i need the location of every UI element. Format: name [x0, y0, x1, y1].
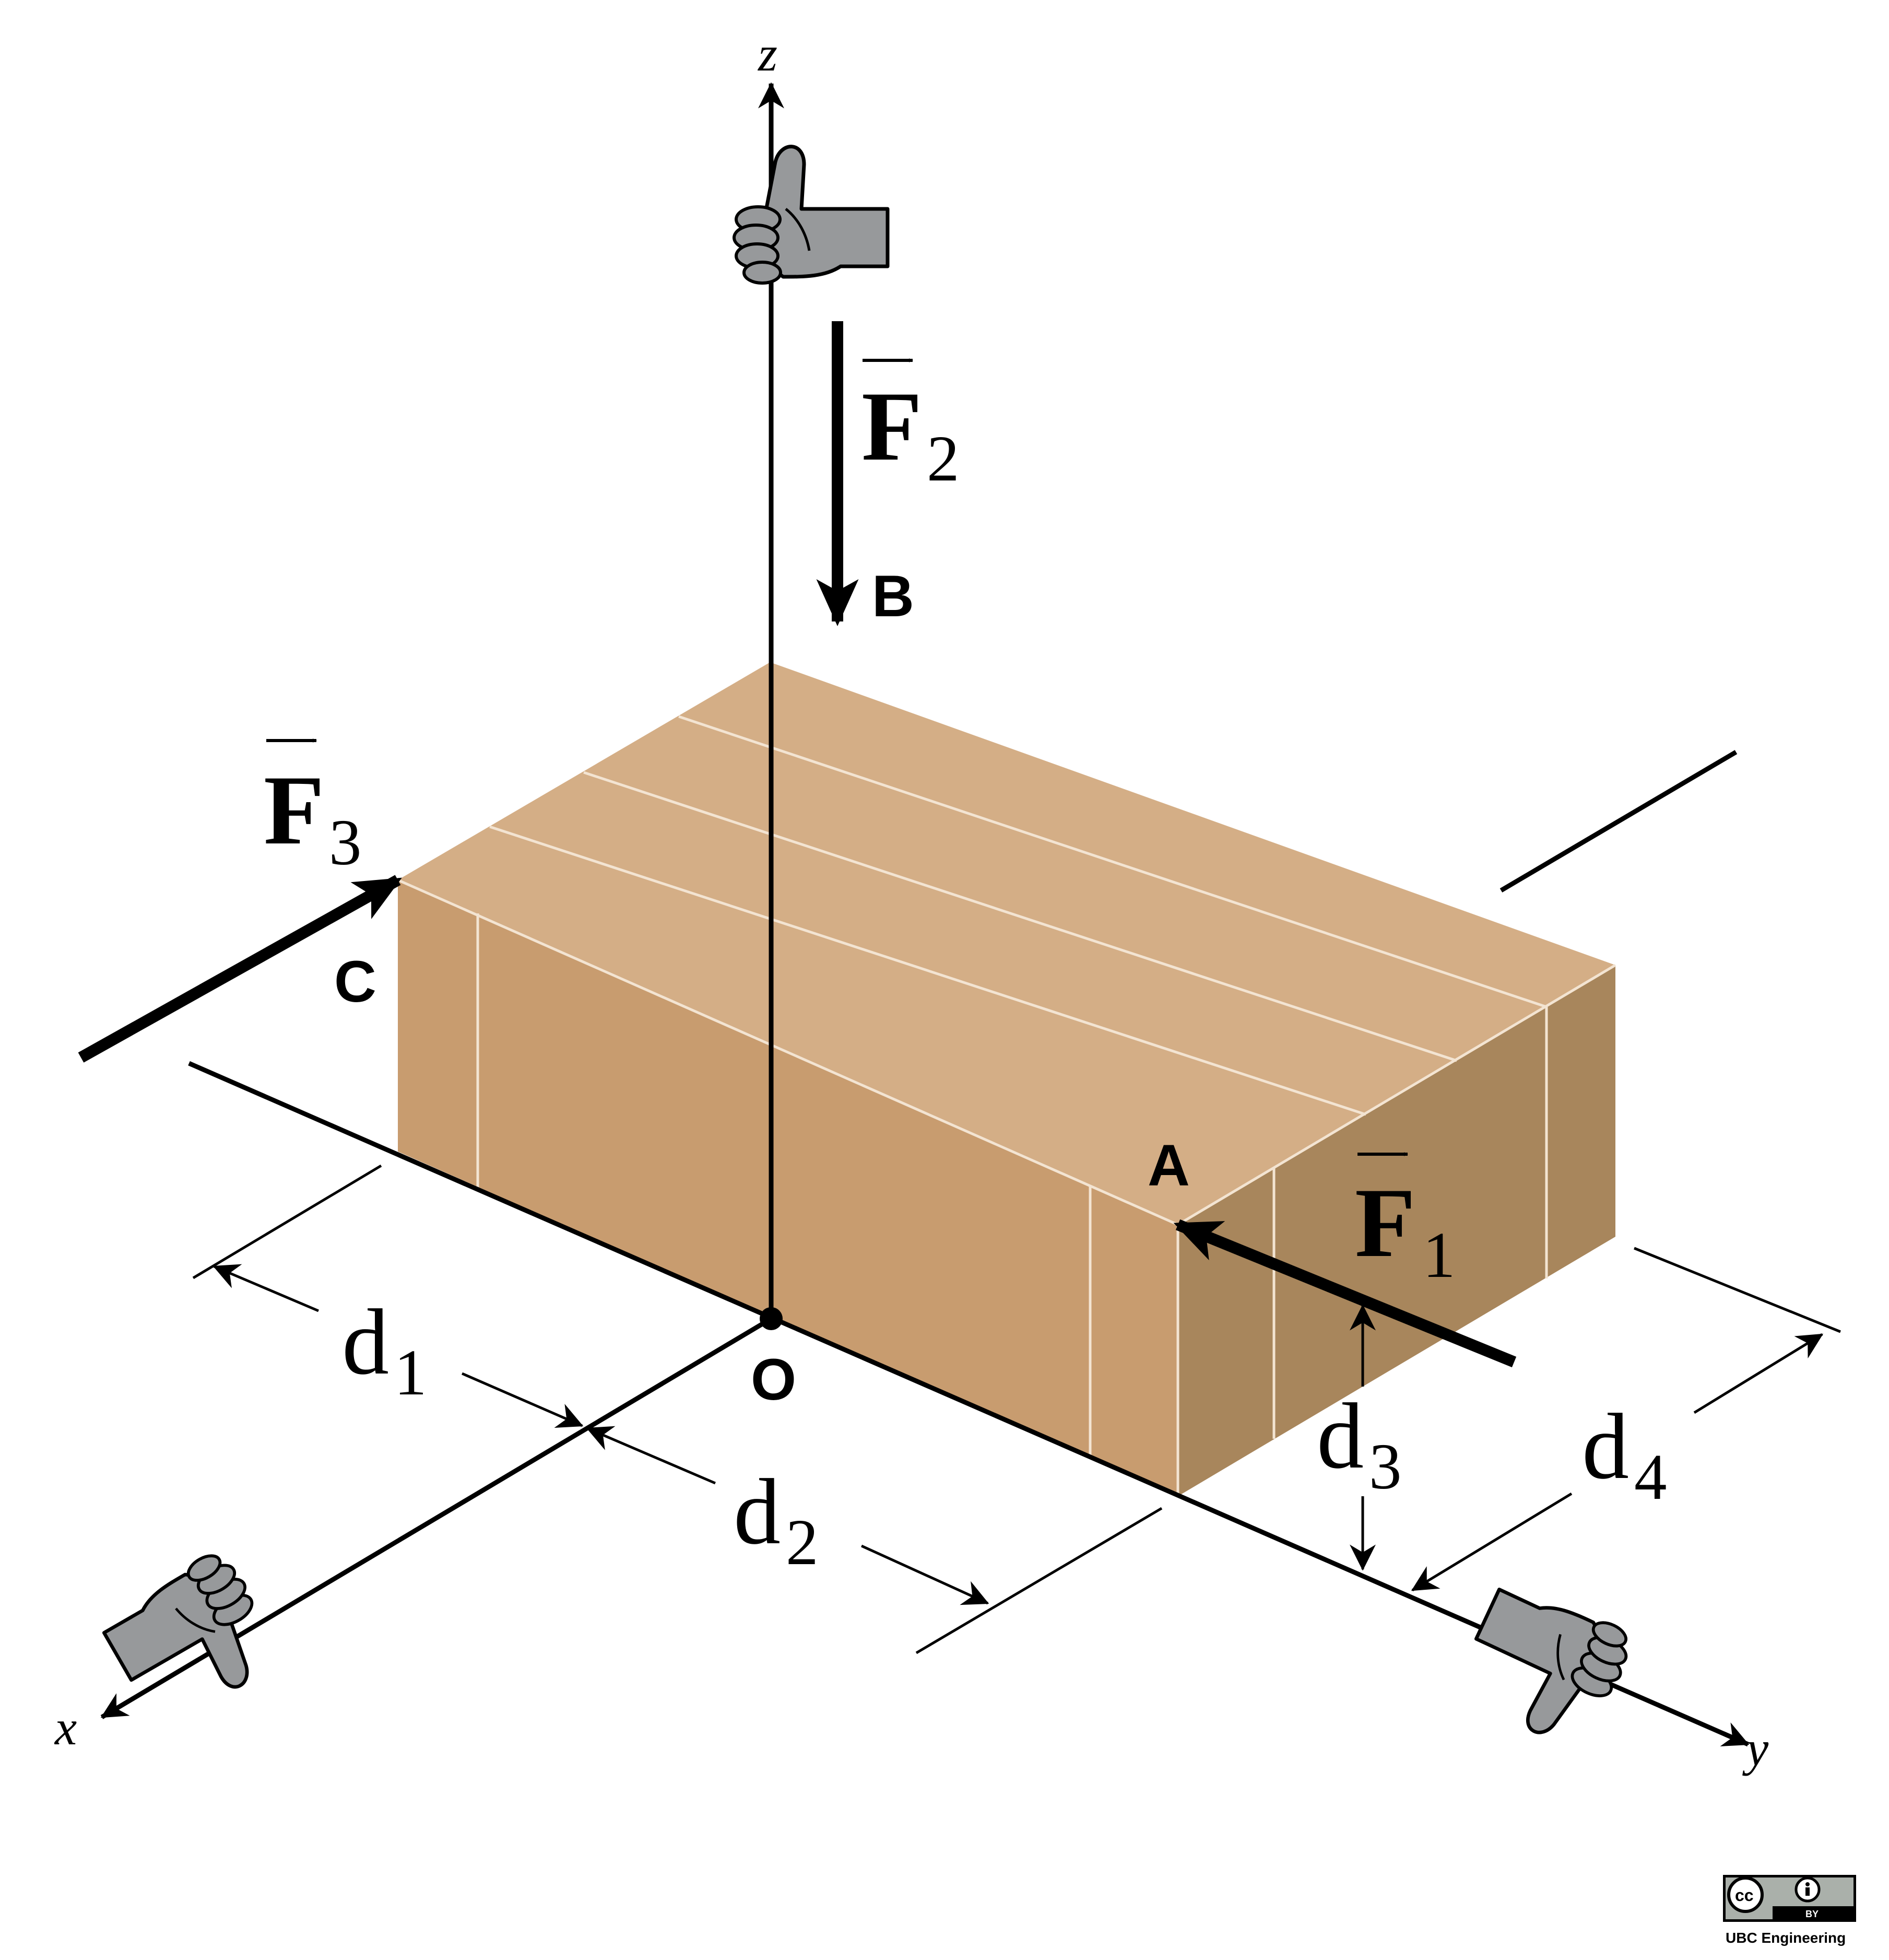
hidden-axis-stub: [1500, 750, 1738, 893]
svg-text:BY: BY: [1805, 1909, 1819, 1919]
force-f3-arrow: [78, 875, 402, 1063]
svg-text:F: F: [1355, 1168, 1415, 1278]
point-label-a: A: [1148, 1133, 1190, 1198]
axis-label-y: y: [1742, 1721, 1769, 1776]
force-f1-arrow: [1173, 1219, 1517, 1368]
axis-label-x: x: [54, 1700, 77, 1755]
svg-text:3: 3: [329, 807, 362, 879]
svg-text:d: d: [342, 1290, 389, 1394]
svg-text:2: 2: [786, 1507, 819, 1579]
point-label-c: C: [334, 949, 376, 1014]
box-top-face: [398, 662, 1615, 1225]
cc-logo-icon: [1727, 1876, 1764, 1913]
svg-text:4: 4: [1634, 1441, 1667, 1513]
d2-arrow-left: [586, 1426, 716, 1485]
dimension-label-d4: d 4: [1582, 1394, 1667, 1513]
svg-text:cc: cc: [1735, 1886, 1754, 1905]
x-axis: [100, 1317, 773, 1719]
svg-text:F: F: [861, 372, 922, 482]
svg-text:d: d: [1317, 1384, 1364, 1488]
pointing-hand-icon: [1451, 1575, 1638, 1754]
axis-label-z: z: [757, 26, 777, 81]
badge-caption: UBC Engineering: [1726, 1930, 1846, 1946]
dimension-label-d1: d 1: [342, 1290, 427, 1409]
d1-arrow-right: [462, 1372, 584, 1428]
svg-text:d: d: [734, 1460, 781, 1564]
force-arrows: [78, 321, 1517, 1368]
d4-arrow-up: [1693, 1333, 1824, 1414]
dimension-label-d3: d 3: [1317, 1384, 1402, 1503]
svg-text:1: 1: [1423, 1219, 1456, 1292]
svg-text:1: 1: [394, 1337, 427, 1409]
point-label-origin: O: [751, 1347, 796, 1412]
svg-text:2: 2: [927, 423, 960, 495]
point-label-b: B: [872, 564, 914, 629]
cc-by-badge: cc BY UBC Engineering: [1723, 1875, 1856, 1946]
box-plank-lines: [397, 715, 1616, 1496]
d2-arrow-right: [860, 1544, 989, 1605]
d1-arrow-left: [212, 1264, 319, 1312]
box-front-face: [398, 880, 1178, 1496]
box-side-face: [1178, 965, 1615, 1496]
dimension-label-d2: d 2: [734, 1460, 819, 1579]
origin-dot: [760, 1307, 783, 1330]
crate-box: [397, 662, 1616, 1496]
dimension-lines: [192, 1164, 1841, 1654]
d4-arrow-down: [1411, 1492, 1573, 1592]
force-label-f2: F 2: [861, 358, 960, 495]
svg-text:F: F: [264, 756, 324, 865]
force-label-f1: F 1: [1355, 1152, 1456, 1292]
svg-text:d: d: [1582, 1394, 1629, 1498]
force-label-f3: F 3: [264, 738, 362, 879]
svg-text:3: 3: [1369, 1431, 1402, 1503]
right-hand-icon: [734, 147, 888, 283]
